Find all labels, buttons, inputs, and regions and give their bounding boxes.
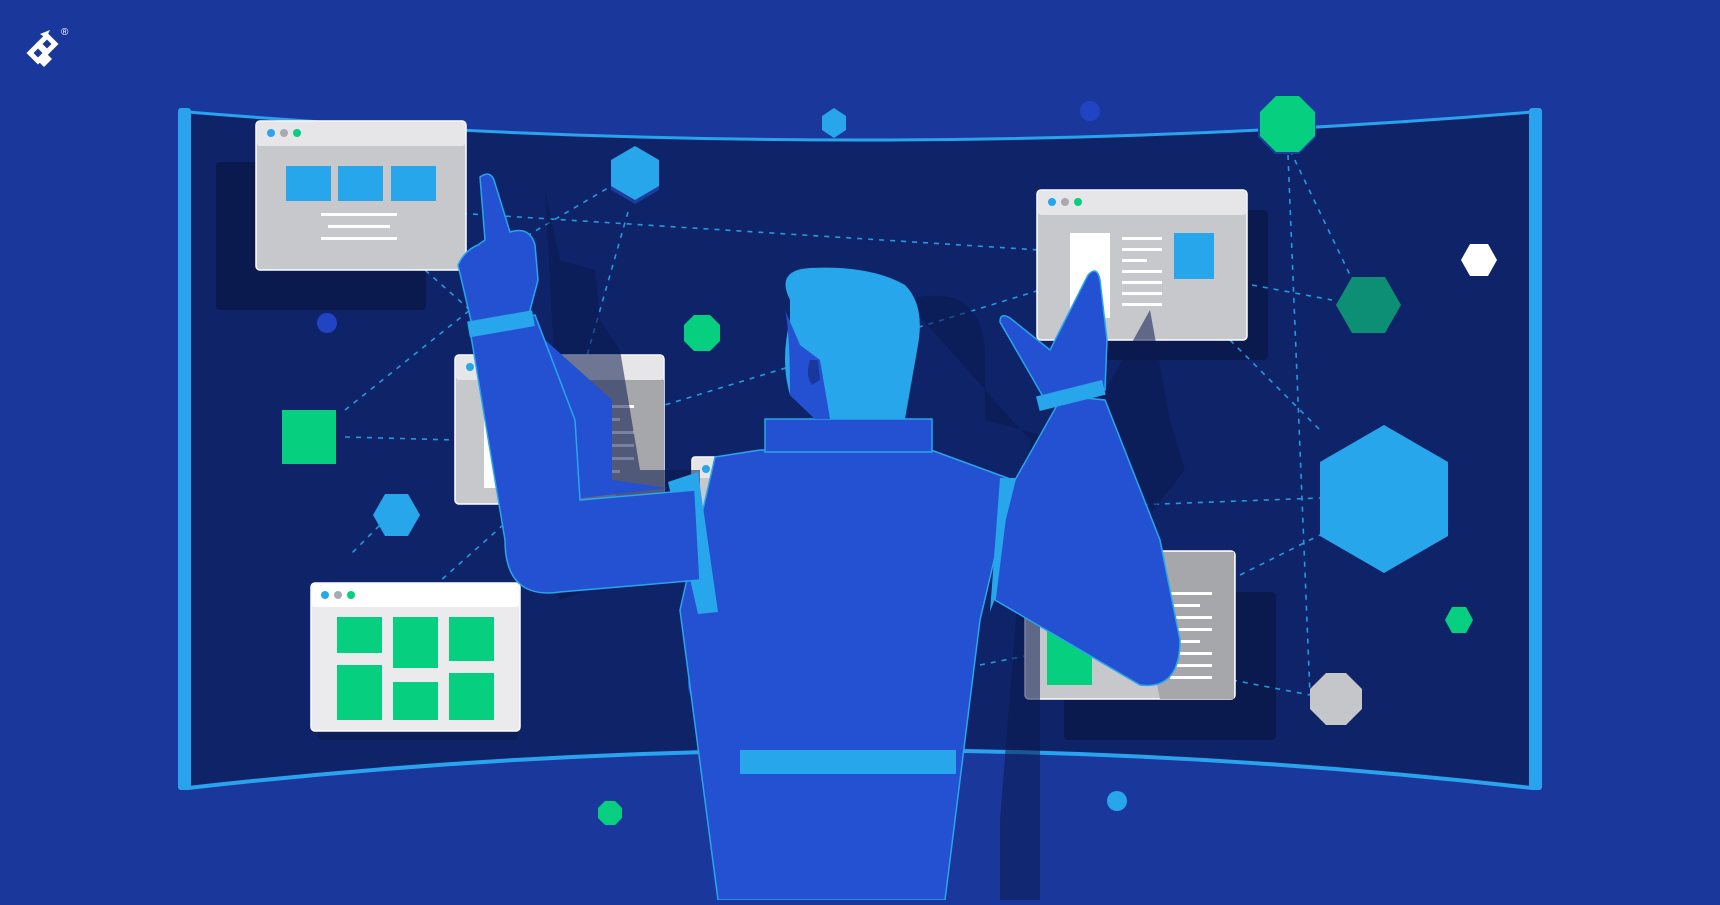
window-dot-icon [280, 129, 288, 137]
hexagon-icon [611, 146, 659, 200]
window-tiles-top-left [255, 120, 467, 271]
window-dot-icon [1074, 198, 1082, 206]
octagon-icon [684, 315, 720, 351]
dot-icon [1080, 101, 1100, 121]
octagon-icon [598, 801, 622, 825]
octagon-icon [1260, 96, 1315, 152]
hexagon-icon [1336, 277, 1401, 333]
hexagon-icon [1445, 607, 1473, 633]
window-dot-icon [347, 591, 355, 599]
hexagon-icon [1320, 425, 1448, 573]
toptal-logo-icon[interactable] [26, 30, 59, 67]
square-icon [282, 410, 336, 464]
person-left-cuff [467, 310, 535, 338]
person-left-arm [487, 320, 668, 500]
window-dot-icon [466, 363, 474, 371]
window-dot-icon [267, 129, 275, 137]
window-dot-icon [293, 129, 301, 137]
person-figure [457, 173, 1181, 901]
octagon-icon [1310, 673, 1362, 725]
window-dot-icon [702, 465, 710, 473]
window-dot-icon [334, 591, 342, 599]
hexagon-icon [822, 108, 846, 138]
person-left-forearm [469, 314, 701, 594]
person-right-cuff [1036, 380, 1106, 412]
dot-icon [317, 313, 337, 333]
person-ear [807, 360, 820, 385]
registered-trademark: ® [61, 27, 69, 38]
hexagon-icon [373, 494, 420, 536]
person-left-hand [457, 173, 539, 326]
hexagon-icon [1461, 244, 1497, 276]
window-grid-bottom-left [310, 582, 521, 732]
window-dot-icon [1061, 198, 1069, 206]
person-neck-face [785, 310, 830, 419]
person-collar [764, 418, 933, 453]
person-right-hand [999, 270, 1108, 401]
dot-icon [1107, 791, 1127, 811]
person-right-arm [994, 394, 1181, 687]
window-dot-icon [321, 591, 329, 599]
person-belt [740, 750, 956, 774]
window-dot-icon [1048, 198, 1056, 206]
